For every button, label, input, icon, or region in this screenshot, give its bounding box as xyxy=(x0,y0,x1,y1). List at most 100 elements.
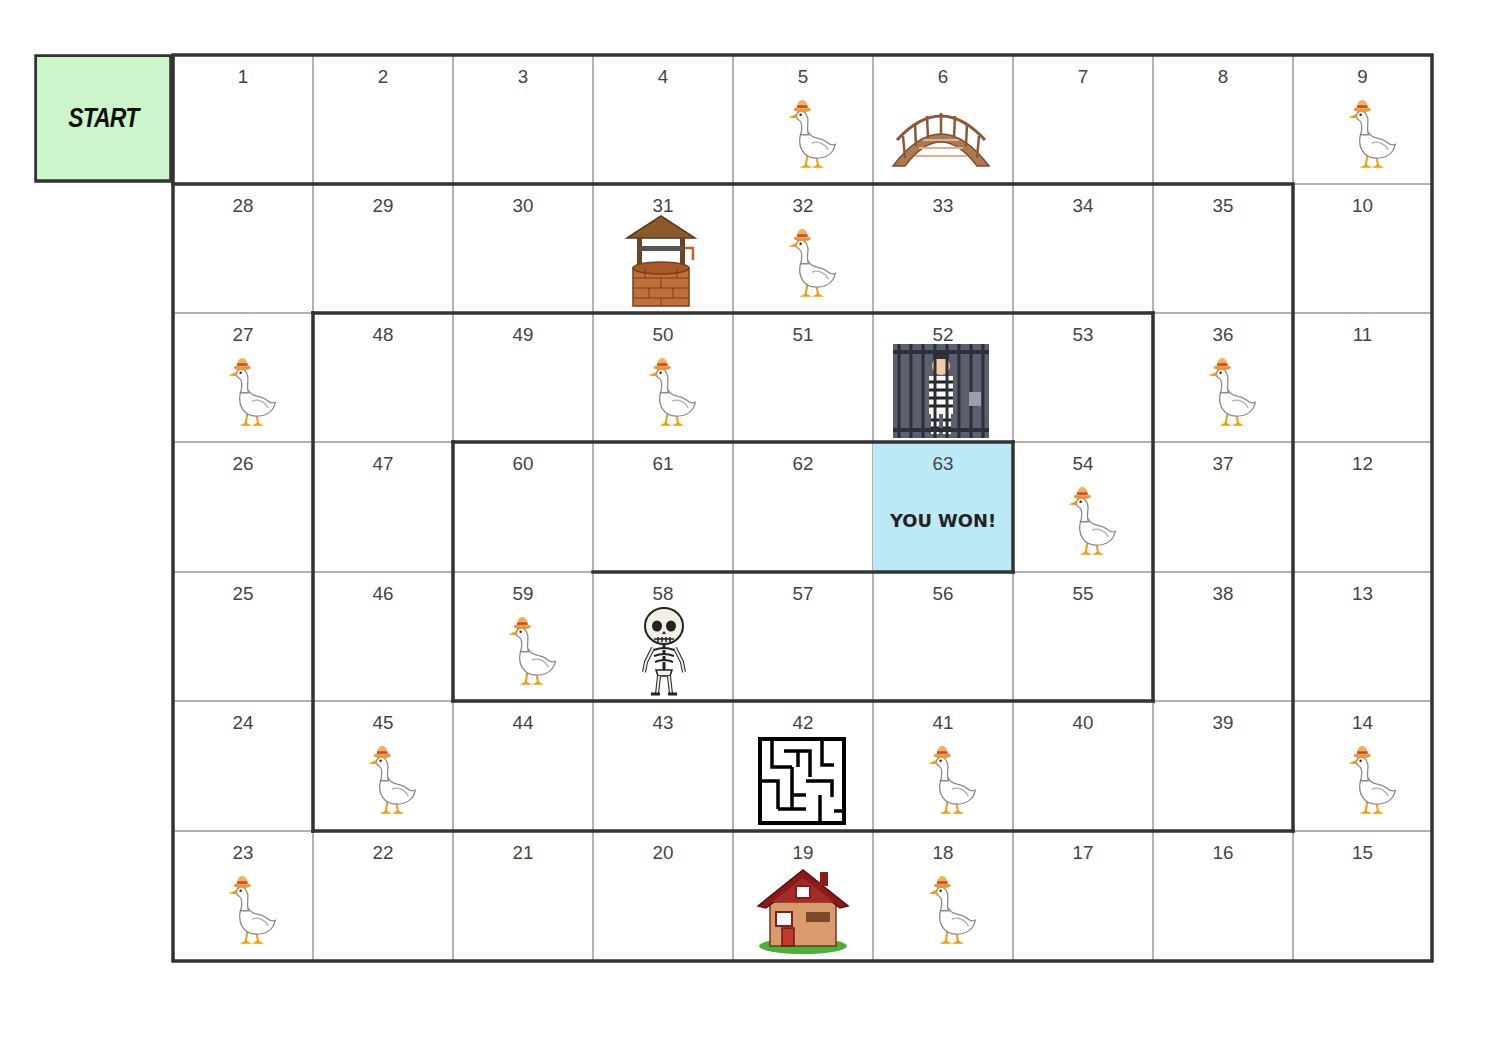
square-number: 51 xyxy=(736,316,870,346)
board-square: 50 xyxy=(596,316,730,439)
square-number: 2 xyxy=(316,58,450,88)
board-square: 46 xyxy=(316,575,450,698)
goose-icon xyxy=(508,617,555,685)
board-square: 57 xyxy=(736,575,870,698)
board-square: 12 xyxy=(1296,445,1429,569)
square-number: 34 xyxy=(1016,187,1150,217)
square-number: 44 xyxy=(456,704,590,734)
board-square: 44 xyxy=(456,704,590,828)
board-square: 10 xyxy=(1296,187,1429,310)
board-square: 49 xyxy=(456,316,590,439)
board-square: 55 xyxy=(1016,575,1150,698)
board-square: 19 xyxy=(736,834,870,958)
square-number: 47 xyxy=(316,445,450,475)
goose-icon xyxy=(228,876,275,944)
square-number: 41 xyxy=(876,704,1010,734)
square-number: 33 xyxy=(876,187,1010,217)
square-number: 1 xyxy=(176,58,310,88)
goose-icon xyxy=(928,746,975,814)
square-number: 6 xyxy=(876,58,1010,88)
board-square: 37 xyxy=(1156,445,1290,569)
square-number: 19 xyxy=(736,834,870,864)
square-number: 30 xyxy=(456,187,590,217)
square-number: 25 xyxy=(176,575,310,605)
square-number: 55 xyxy=(1016,575,1150,605)
square-number: 43 xyxy=(596,704,730,734)
square-number: 39 xyxy=(1156,704,1290,734)
grid-lines xyxy=(173,55,1432,961)
spiral-walls xyxy=(36,55,1432,961)
square-number: 59 xyxy=(456,575,590,605)
board-square: 60 xyxy=(456,445,590,569)
win-label: YOU WON! xyxy=(876,509,1010,533)
goose-icon xyxy=(228,358,275,426)
board-square: 63YOU WON! xyxy=(876,445,1010,569)
board-square: 52 xyxy=(876,316,1010,439)
board-square: 14 xyxy=(1296,704,1429,828)
square-number: 7 xyxy=(1016,58,1150,88)
square-number: 50 xyxy=(596,316,730,346)
square-number: 60 xyxy=(456,445,590,475)
square-number: 54 xyxy=(1016,445,1150,475)
board-square: 45 xyxy=(316,704,450,828)
square-number: 31 xyxy=(596,187,730,217)
board-square: 4 xyxy=(596,58,730,181)
board-square: 56 xyxy=(876,575,1010,698)
square-number: 29 xyxy=(316,187,450,217)
goose-icon xyxy=(368,746,415,814)
skeleton-icon xyxy=(644,608,684,694)
board-square: 58 xyxy=(596,575,730,698)
board-square: 28 xyxy=(176,187,310,310)
square-number: 26 xyxy=(176,445,310,475)
square-number: 63 xyxy=(876,445,1010,475)
goose-icon xyxy=(928,876,975,944)
square-number: 10 xyxy=(1296,187,1429,217)
square-number: 27 xyxy=(176,316,310,346)
board-square: 36 xyxy=(1156,316,1290,439)
square-number: 45 xyxy=(316,704,450,734)
board-square: 17 xyxy=(1016,834,1150,958)
square-number: 62 xyxy=(736,445,870,475)
square-number: 48 xyxy=(316,316,450,346)
board-square: 5 xyxy=(736,58,870,181)
board-square: 34 xyxy=(1016,187,1150,310)
board-square: 23 xyxy=(176,834,310,958)
board-square: 33 xyxy=(876,187,1010,310)
square-number: 12 xyxy=(1296,445,1429,475)
goose-icon xyxy=(1208,358,1255,426)
square-number: 3 xyxy=(456,58,590,88)
square-number: 18 xyxy=(876,834,1010,864)
goose-icon xyxy=(648,358,695,426)
board-square: 53 xyxy=(1016,316,1150,439)
board-square: 61 xyxy=(596,445,730,569)
square-number: 42 xyxy=(736,704,870,734)
goose-icon xyxy=(1348,100,1395,168)
start-fill xyxy=(35,55,171,181)
goose-icon xyxy=(1348,746,1395,814)
square-number: 5 xyxy=(736,58,870,88)
board-square: 7 xyxy=(1016,58,1150,181)
house-icon xyxy=(758,870,848,954)
square-number: 57 xyxy=(736,575,870,605)
board-square: 24 xyxy=(176,704,310,828)
square-number: 21 xyxy=(456,834,590,864)
board-square: 31 xyxy=(596,187,730,310)
board-square: 51 xyxy=(736,316,870,439)
board-square: 27 xyxy=(176,316,310,439)
square-number: 56 xyxy=(876,575,1010,605)
board-square: 30 xyxy=(456,187,590,310)
board-square: 1 xyxy=(176,58,310,181)
square-number: 24 xyxy=(176,704,310,734)
board-square: 38 xyxy=(1156,575,1290,698)
square-number: 4 xyxy=(596,58,730,88)
board-square: 41 xyxy=(876,704,1010,828)
board-square: 26 xyxy=(176,445,310,569)
board-square: 9 xyxy=(1296,58,1429,181)
square-number: 52 xyxy=(876,316,1010,346)
well-icon xyxy=(627,216,695,306)
board-square: 16 xyxy=(1156,834,1290,958)
board-square: 32 xyxy=(736,187,870,310)
square-number: 9 xyxy=(1296,58,1429,88)
board-square: 11 xyxy=(1296,316,1429,439)
start-label: START xyxy=(68,103,138,134)
